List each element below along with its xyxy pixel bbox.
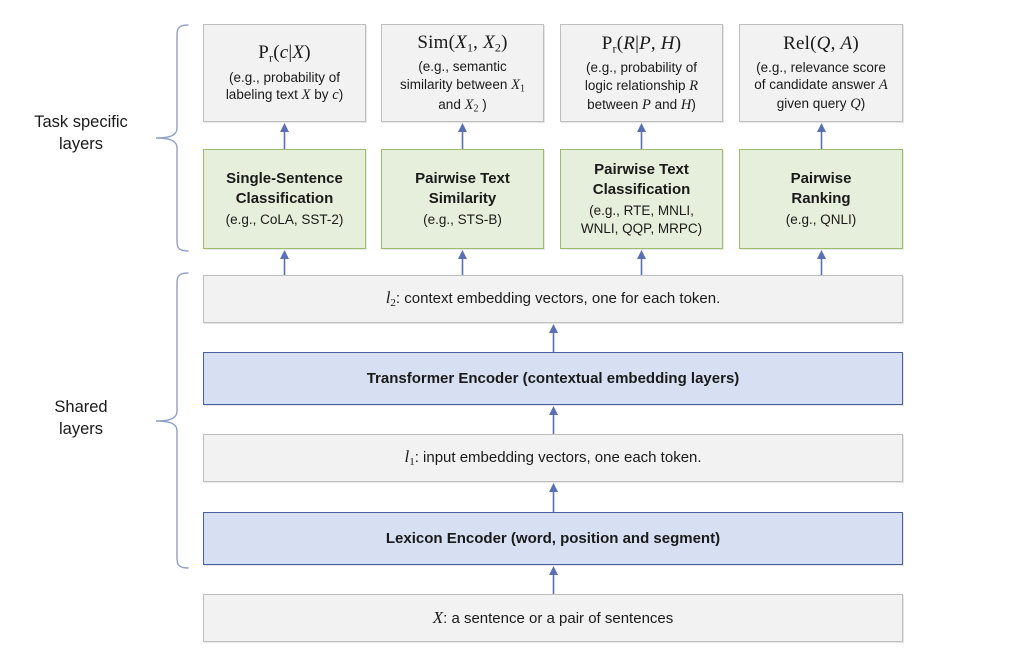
task-box-pairwise-text-similarity: Pairwise Text Similarity (e.g., STS-B) <box>381 149 544 249</box>
arrow-task-to-output-1 <box>456 123 469 149</box>
task-title-3: Pairwise Ranking <box>790 170 852 207</box>
task-examples-3: (e.g., QNLI) <box>785 212 857 228</box>
arrow-task-to-output-2 <box>635 123 648 149</box>
layer-label-transformer-encoder: Transformer Encoder (contextual embeddin… <box>366 369 740 387</box>
arrow-l1-to-transformer <box>547 406 560 434</box>
shared-label-line1: Shared <box>54 398 108 416</box>
arrow-l2-to-task-1 <box>456 250 469 276</box>
shared-layers-label: Shared layers <box>8 396 154 441</box>
layer-box-l1-input-embedding: l1: input embedding vectors, one each to… <box>203 434 903 482</box>
output-formula-1: Sim(X1, X2) <box>417 31 508 55</box>
task-box-pairwise-text-classification: Pairwise Text Classification (e.g., RTE,… <box>560 149 723 249</box>
task-specific-brace <box>155 24 189 252</box>
layer-label-l2: l2: context embedding vectors, one for e… <box>385 288 721 310</box>
output-formula-2: Pr(R|P, H) <box>601 32 682 55</box>
layer-label-lexicon-encoder: Lexicon Encoder (word, position and segm… <box>385 529 721 547</box>
output-box-logic-relationship: Pr(R|P, H) (e.g., probability of logic r… <box>560 24 723 122</box>
task-specific-label-line2: layers <box>58 135 103 154</box>
arrow-l2-to-task-0 <box>278 250 291 276</box>
output-formula-3: Rel(Q, A) <box>783 32 859 54</box>
input-label: X: a sentence or a pair of sentences <box>432 607 674 627</box>
task-specific-layers-label: Task specific layers <box>8 111 154 156</box>
arrow-l2-to-task-2 <box>635 250 648 276</box>
task-specific-label-line1: Task specific <box>34 113 128 131</box>
input-box-sentence: X: a sentence or a pair of sentences <box>203 594 903 642</box>
arrow-task-to-output-3 <box>815 123 828 149</box>
output-box-relevance: Rel(Q, A) (e.g., relevance score of cand… <box>739 24 903 122</box>
task-box-single-sentence-classification: Single-Sentence Classification (e.g., Co… <box>203 149 366 249</box>
layer-box-transformer-encoder: Transformer Encoder (contextual embeddin… <box>203 352 903 405</box>
task-examples-2: (e.g., RTE, MNLI, WNLI, QQP, MRPC) <box>580 203 703 236</box>
arrow-task-to-output-0 <box>278 123 291 149</box>
arrow-transformer-to-l2 <box>547 324 560 352</box>
arrow-l2-to-task-3 <box>815 250 828 276</box>
task-title-0: Single-Sentence Classification <box>226 170 343 207</box>
task-title-2: Pairwise Text Classification <box>592 161 691 198</box>
output-formula-0: Pr(c|X) <box>258 42 311 65</box>
output-caption-0: (e.g., probability of labeling text X by… <box>225 69 344 104</box>
output-box-classification: Pr(c|X) (e.g., probability of labeling t… <box>203 24 366 122</box>
task-title-1: Pairwise Text Similarity <box>415 170 510 207</box>
task-examples-1: (e.g., STS-B) <box>423 212 502 228</box>
arrow-input-to-lexicon <box>547 566 560 594</box>
task-box-pairwise-ranking: Pairwise Ranking (e.g., QNLI) <box>739 149 903 249</box>
output-caption-1: (e.g., semantic similarity between X1 an… <box>400 59 525 114</box>
layer-label-l1: l1: input embedding vectors, one each to… <box>404 447 702 469</box>
output-box-similarity: Sim(X1, X2) (e.g., semantic similarity b… <box>381 24 544 122</box>
shared-label-line2: layers <box>58 420 103 439</box>
task-examples-0: (e.g., CoLA, SST-2) <box>225 212 344 228</box>
output-caption-3: (e.g., relevance score of candidate answ… <box>754 59 888 113</box>
arrow-lexicon-to-l1 <box>547 483 560 512</box>
shared-layers-brace <box>155 272 189 569</box>
output-caption-2: (e.g., probability of logic relationship… <box>584 60 699 113</box>
layer-box-l2-context-embedding: l2: context embedding vectors, one for e… <box>203 275 903 323</box>
layer-box-lexicon-encoder: Lexicon Encoder (word, position and segm… <box>203 512 903 565</box>
